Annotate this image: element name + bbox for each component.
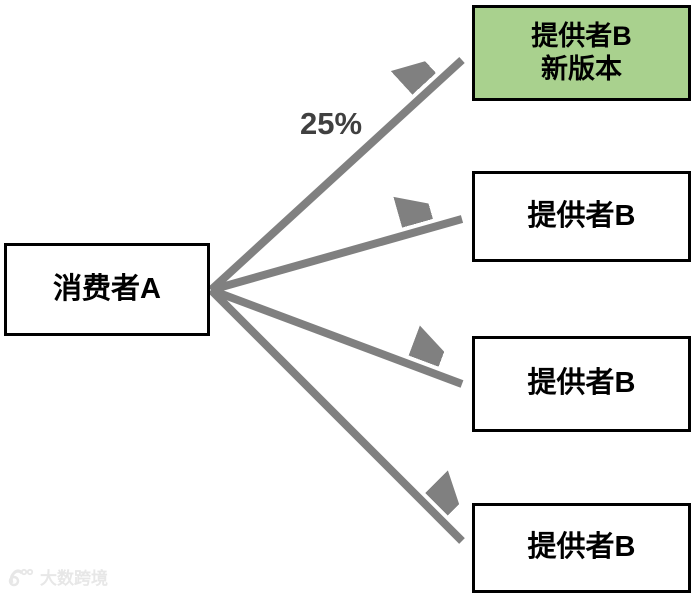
consumer-a-label: 消费者A [53, 272, 161, 305]
provider-b-new-sublabel: 新版本 [541, 54, 622, 84]
traffic-percent-label: 25% [300, 106, 363, 141]
arrow-consumer-to-provider-2 [209, 219, 464, 294]
provider-b-label: 提供者B [527, 367, 636, 400]
provider-b-box-2: 提供者B [472, 171, 691, 262]
arrow-consumer-to-provider-3 [209, 286, 464, 388]
provider-b-new-label: 提供者B [531, 21, 632, 52]
arrow-consumer-to-provider-new [208, 60, 465, 293]
consumer-a-box: 消费者A [4, 243, 210, 336]
watermark: 大数跨境 [8, 564, 108, 589]
provider-b-box-3: 提供者B [472, 336, 691, 432]
provider-b-label: 提供者B [527, 531, 636, 564]
arrow-consumer-to-provider-4 [208, 287, 462, 544]
watermark-text: 大数跨境 [40, 569, 108, 588]
provider-b-box-4: 提供者B [472, 503, 691, 593]
watermark-logo-icon [8, 568, 34, 586]
provider-b-new-version-box: 提供者B 新版本 [472, 5, 691, 101]
provider-b-label: 提供者B [527, 199, 636, 232]
